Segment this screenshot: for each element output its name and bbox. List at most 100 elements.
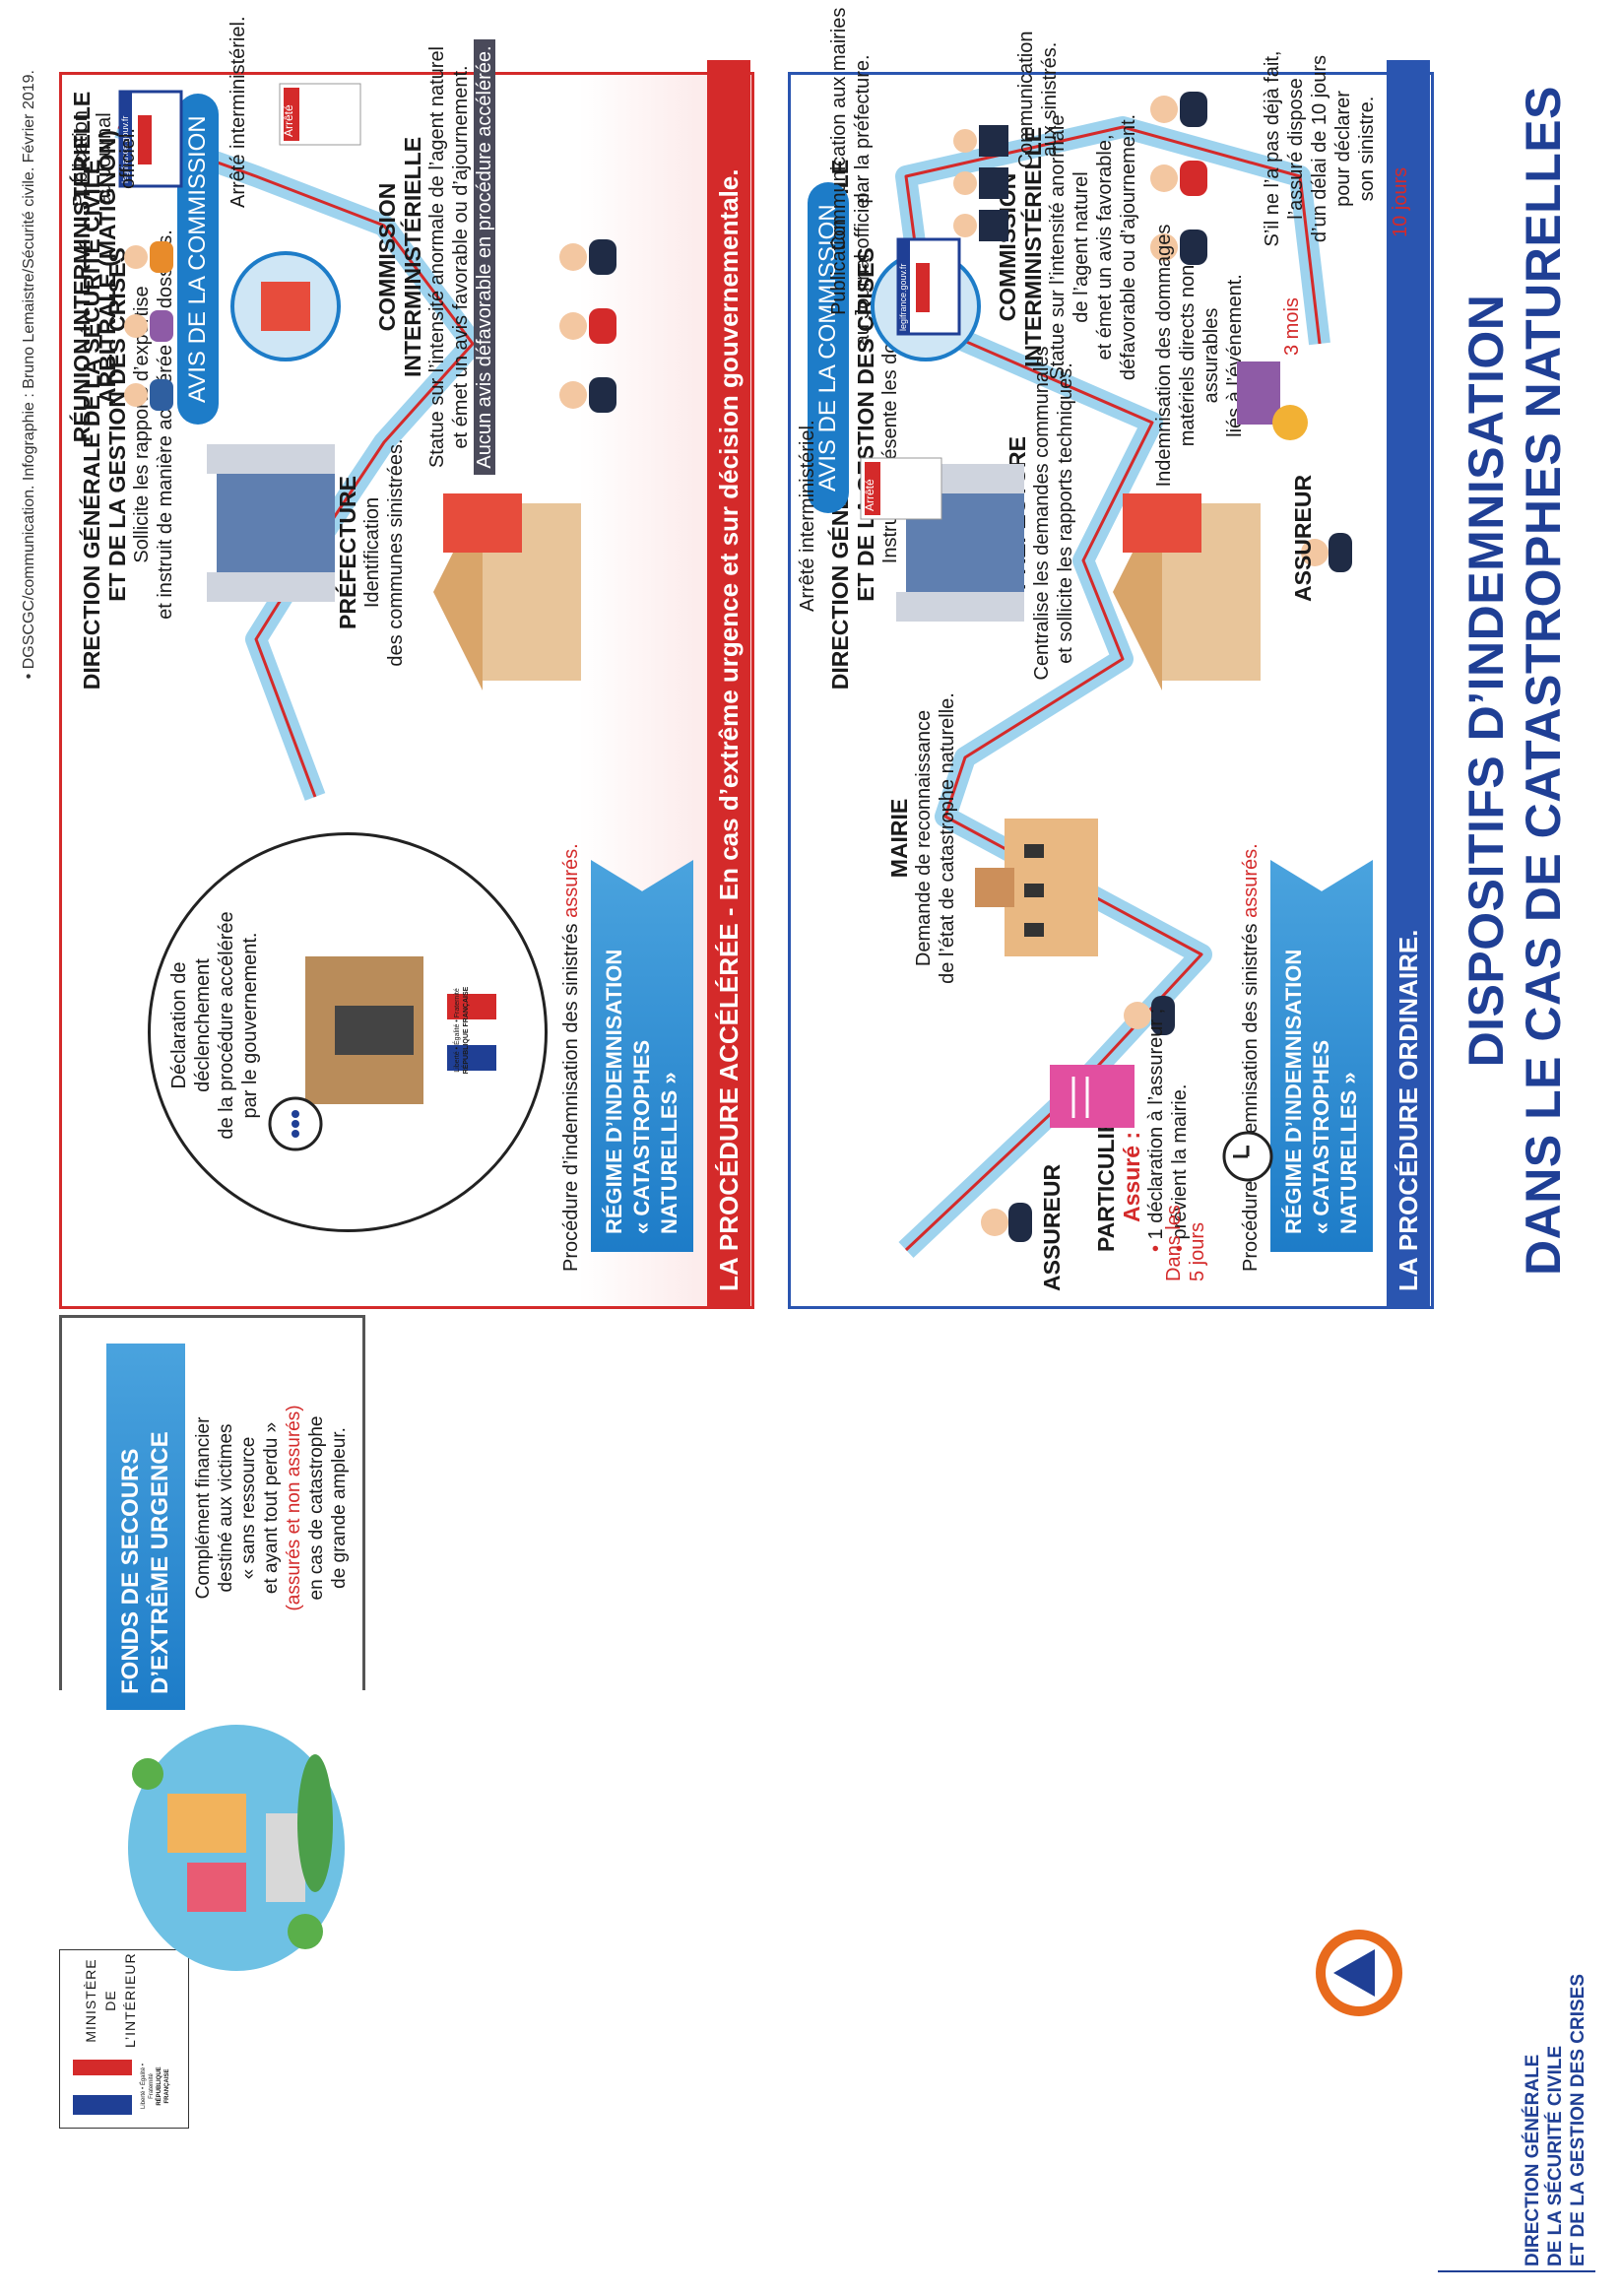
credit-line: • DGSCGC/communication. Infographie : Br…	[21, 70, 37, 680]
sinistres-comm-line2: aux sinistrés.	[1039, 41, 1061, 158]
ten-days-line2: l’assuré dispose	[1285, 78, 1307, 220]
acc-prefecture-illustration	[423, 484, 591, 700]
footer-dgscgc: DIRECTION GÉNÉRALE DE LA SÉCURITÉ CIVILE…	[1522, 1951, 1589, 2266]
legifrance-screen-icon	[896, 237, 965, 336]
title-line2: DANS LE CAS DE CATASTROPHES NATURELLES	[1516, 86, 1571, 1276]
assureur-bottom-avatar	[975, 1193, 1034, 1252]
ordinary-regime-line1: RÉGIME D’INDEMNISATION	[1281, 949, 1306, 1234]
acc-legifrance-screen-icon	[118, 90, 187, 188]
declaration-line1: Déclaration de déclenchement	[168, 958, 214, 1092]
speech-bubble-icon	[266, 1094, 325, 1153]
prefecture-illustration	[1103, 484, 1270, 700]
mairie-line1: Demande de reconnaissance	[913, 709, 935, 967]
delay5-line2: 5 jours	[1187, 1221, 1208, 1281]
acc-commission-line5-wrap: Aucun avis défavorable en procédure accé…	[473, 31, 496, 484]
acc-commission-members	[551, 228, 620, 425]
marianne-seal	[69, 2056, 175, 2119]
declaration-line3: par le gouvernement.	[239, 932, 261, 1119]
accelerated-regime-line2: « CATASTROPHES NATURELLES »	[629, 1039, 681, 1234]
acc-commission-line3: Statue sur l’intensité anormale de l’age…	[426, 45, 448, 469]
clock-icon	[1221, 1130, 1274, 1183]
ten-days-line5: son sinistre.	[1356, 96, 1378, 202]
commission-members-illustration	[1142, 80, 1211, 277]
sinistres-comm-line1: Communication	[1015, 31, 1037, 168]
acc-arrete-label: Arrêté interministériel.	[227, 16, 249, 208]
mairie-illustration	[965, 799, 1103, 976]
ordinary-arrete-label: Arrêté interministériel.	[797, 420, 818, 612]
declaration-line2: de la procédure accélérée	[216, 911, 237, 1140]
money-icon	[1231, 356, 1310, 444]
arrete-document-icon	[857, 454, 945, 523]
accelerated-procedure-text: Procédure d’indemnisation des sinistrés	[560, 923, 582, 1272]
government-seal	[443, 986, 512, 1075]
ten-days-line3: d’un délai de 10 jours	[1309, 54, 1330, 243]
ordinary-bar: LA PROCÉDURE ORDINAIRE.	[1387, 60, 1430, 1309]
footer-line3: ET DE LA GESTION DES CRISES	[1568, 1973, 1589, 2266]
ordinary-bar-text: LA PROCÉDURE ORDINAIRE.	[1394, 929, 1423, 1291]
assureur-top-label: ASSUREUR	[1290, 474, 1316, 602]
accelerated-bar-text: LA PROCÉDURE ACCÉLÉRÉE - En cas d’extrêm…	[714, 168, 744, 1291]
ordinary-procedure-text: Procédure d’indemnisation des sinistrés	[1240, 923, 1262, 1272]
acc-commission-title1: COMMISSION	[374, 182, 400, 332]
marianne-motto: Liberté • Égalité • Fraternité	[141, 2064, 155, 2109]
gov-seal-name: RÉPUBLIQUE FRANÇAISE	[463, 986, 470, 1075]
accelerated-regime-banner: RÉGIME D’INDEMNISATION « CATASTROPHES NA…	[591, 860, 693, 1252]
acc-commission-title2: INTERMINISTÉRIELLE	[400, 136, 425, 378]
accelerated-procedure-highlight: assurés.	[560, 843, 582, 918]
commission-line5: et émet un avis favorable,	[1094, 134, 1116, 361]
fonds-text-2: destiné aux victimes	[216, 1423, 236, 1593]
footer-line2: DE LA SÉCURITÉ CIVILE	[1545, 2045, 1566, 2266]
delay3: 3 mois	[1281, 297, 1303, 356]
commission-line6: défavorable ou d’ajournement.	[1118, 113, 1139, 381]
page-title: DISPOSITIFS D’INDEMNISATION DANS LE CAS …	[1458, 50, 1572, 1311]
acc-publication-line1: Publication	[70, 110, 92, 207]
fonds-text-3: « sans ressource	[238, 1436, 259, 1580]
ten-days-line4: pour déclarer	[1332, 91, 1354, 207]
acc-commission-line5: Aucun avis défavorable en procédure accé…	[474, 39, 495, 475]
ordinary-flow-path	[895, 116, 1330, 1259]
ordinary-regime-banner: RÉGIME D’INDEMNISATION « CATASTROPHES NA…	[1270, 860, 1373, 1252]
gov-seal-motto: Liberté • Égalité • Fraternité	[454, 988, 461, 1073]
accelerated-regime-line1: RÉGIME D’INDEMNISATION	[602, 949, 626, 1234]
particulier-avatar	[1118, 986, 1177, 1045]
acc-arrete-document-icon	[276, 80, 364, 149]
title-line1: DISPOSITIFS D’INDEMNISATION	[1459, 294, 1514, 1068]
declaration-document-icon	[1044, 1055, 1142, 1134]
marianne-republic: RÉPUBLIQUE FRANÇAISE	[157, 2066, 170, 2106]
accelerated-flow-path	[114, 116, 484, 801]
mairie-line2: de l’état de catastrophe naturelle.	[937, 692, 958, 984]
fonds-text-7: de grande ampleur.	[329, 1427, 350, 1589]
flood-illustration	[79, 1715, 364, 1981]
commission-line4: de l’agent naturel	[1070, 171, 1092, 323]
mayors-illustration	[945, 119, 1014, 247]
delay5-line1: Dans les	[1163, 1205, 1185, 1281]
fonds-title-line1: FONDS DE SECOURS	[117, 1448, 144, 1694]
acc-publication-line2: au Journal officiel.	[94, 112, 139, 205]
prefecture-comm-line1: Communication aux mairies	[828, 7, 850, 251]
ordinary-legifrance: legifrance.gouv.fr	[898, 263, 908, 331]
acc-arrete-stamp: Arrêté	[282, 104, 295, 137]
assureur-top-avatar	[1295, 523, 1354, 582]
acc-signing-icon	[227, 247, 345, 365]
indemn-line2: matériels directs non assurables	[1177, 264, 1222, 447]
fonds-text-4: et ayant tout perdu »	[261, 1421, 282, 1595]
reunion-members	[118, 228, 177, 425]
acc-commission-line4: et émet un avis favorable ou d’ajourneme…	[450, 65, 472, 449]
ordinary-arrete-stamp: Arrêté	[863, 479, 876, 511]
ordinary-regime-line2: « CATASTROPHES NATURELLES »	[1309, 1039, 1361, 1234]
dgscgc-line3: Instruit et présente les dossiers.	[879, 285, 901, 564]
footer-line1: DIRECTION GÉNÉRALE	[1523, 2054, 1543, 2266]
assureur-bottom-label: ASSUREUR	[1039, 1163, 1065, 1291]
fonds-text-5: (assurés et non assurés)	[284, 1405, 304, 1611]
matignon-building-icon	[295, 947, 433, 1114]
ordinary-procedure-highlight: assurés.	[1240, 843, 1262, 918]
ten-days-line1: S’il ne l’a pas déjà fait,	[1262, 50, 1283, 247]
fonds-title-line2: D’EXTRÊME URGENCE	[147, 1431, 173, 1694]
fonds-text-1: Complément financier	[193, 1416, 214, 1600]
delay10: 10 jours	[1390, 166, 1411, 237]
acc-dgscgc-building	[197, 444, 345, 602]
civil-security-logo	[1310, 1924, 1408, 2022]
indemn-line1: Indemnisation des dommages	[1153, 224, 1175, 488]
prefecture-comm-line2: par la préfecture.	[852, 54, 874, 204]
